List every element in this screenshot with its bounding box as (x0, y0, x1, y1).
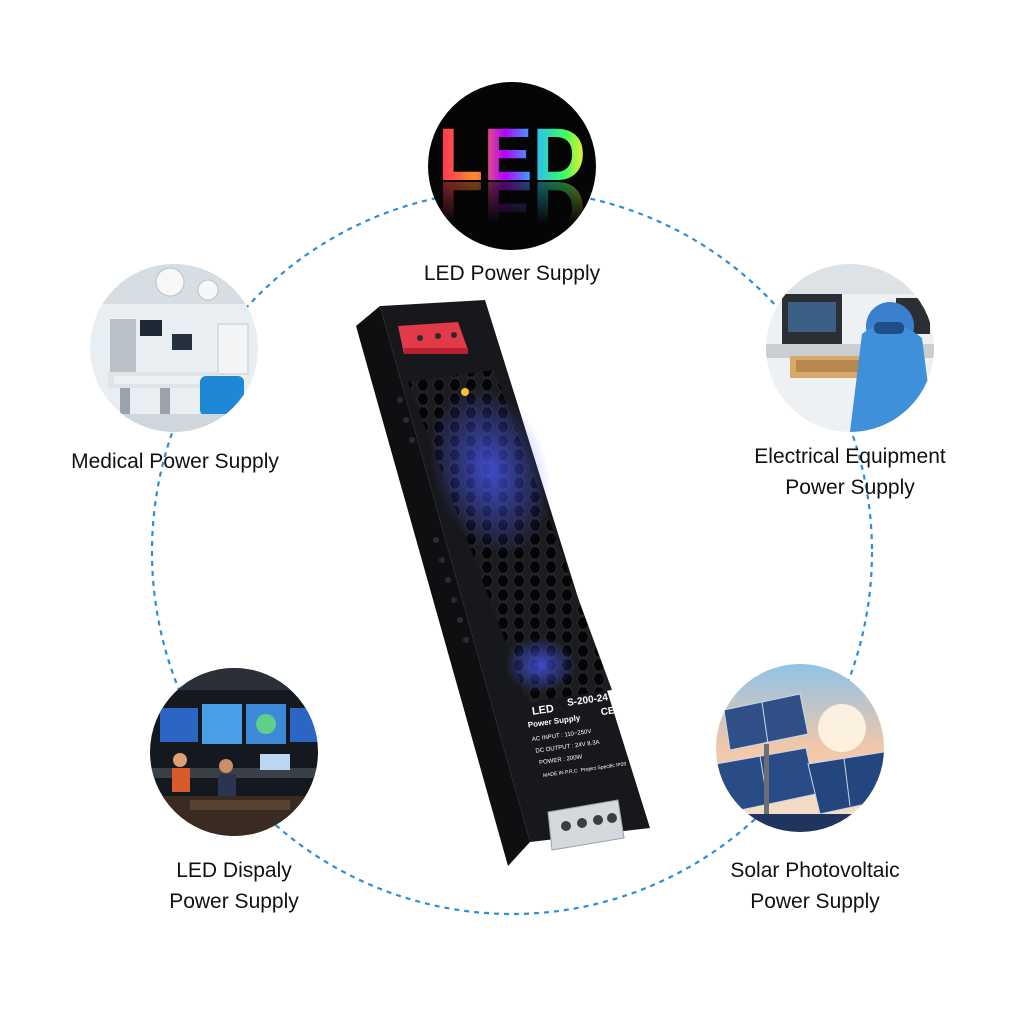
electrical-application-image (766, 264, 934, 432)
led-display-power-supply-label: LED Dispaly Power Supply (169, 859, 299, 913)
medical-power-supply-label: Medical Power Supply (71, 450, 279, 473)
solar-application-image (716, 664, 884, 832)
label-ce-mark: CE (600, 705, 616, 718)
solar-power-supply-label: Solar Photovoltaic Power Supply (730, 859, 900, 913)
led-power-supply-label: LED Power Supply (423, 262, 601, 285)
electrical-power-supply-label: Electrical Equipment Power Supply (754, 445, 946, 499)
label-origin: MADE IN P.R.C (543, 768, 579, 779)
label-brand-line1: LED (531, 703, 555, 718)
fan-glow (429, 386, 551, 554)
input-terminal-block (398, 322, 468, 354)
indicator-led (461, 388, 469, 396)
medical-application-image (90, 264, 258, 432)
led-circle-text: LED (438, 113, 586, 196)
